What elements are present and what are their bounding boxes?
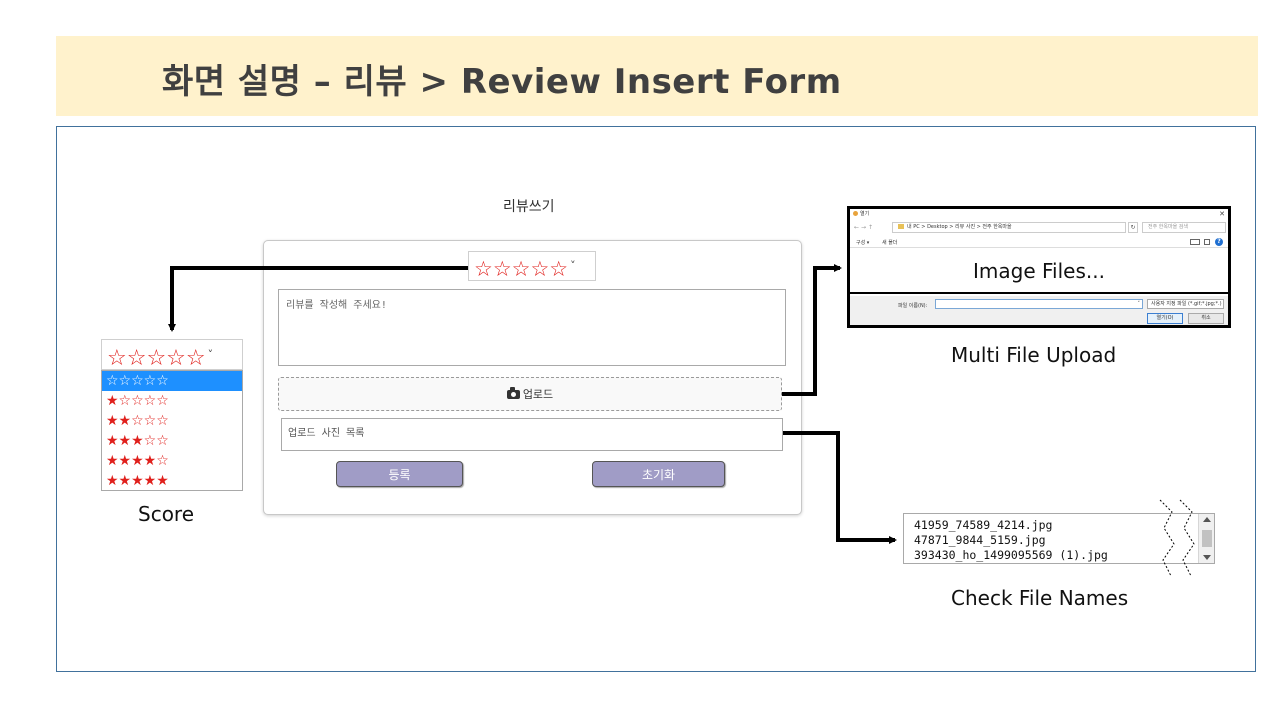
content-frame	[56, 126, 1256, 672]
path-text: 내 PC > Desktop > 리뷰 사진 > 전주 한옥마을	[907, 224, 1012, 230]
view-icon[interactable]	[1190, 239, 1200, 245]
upload-button[interactable]: 업로드	[278, 377, 782, 411]
dialog-address-bar: ←→↑ 내 PC > Desktop > 리뷰 사진 > 전주 한옥마을 ↻ 전…	[850, 221, 1228, 235]
submit-button[interactable]: 등록	[336, 461, 463, 487]
file-name-item: 47871_9844_5159.jpg	[914, 533, 1046, 547]
app-icon	[853, 211, 858, 216]
camera-icon	[506, 386, 520, 399]
search-input[interactable]: 전주 한옥마을 검색	[1142, 222, 1226, 233]
file-names-scrollbar[interactable]	[1198, 514, 1214, 563]
file-list-placeholder: 업로드 사진 목록	[288, 428, 365, 439]
reset-button[interactable]: 초기화	[592, 461, 725, 487]
image-files-label: Image Files...	[973, 258, 1105, 283]
scroll-up-icon[interactable]	[1203, 517, 1211, 522]
dialog-toolbar: 구성 ▾ 새 폴더 ?	[850, 237, 1228, 248]
multi-upload-caption: Multi File Upload	[951, 343, 1117, 367]
uploaded-photo-list[interactable]: 업로드 사진 목록	[281, 418, 783, 451]
score-option[interactable]: ★★★★☆	[106, 453, 169, 469]
chevron-down-icon: ˅	[1137, 301, 1141, 307]
help-icon[interactable]: ?	[1215, 238, 1223, 246]
nav-arrows-icon[interactable]: ←→↑	[854, 224, 876, 231]
chevron-down-icon: ˅	[570, 259, 576, 272]
preview-pane-icon[interactable]	[1204, 239, 1210, 245]
file-type-filter[interactable]: 사용자 지정 파일 (*.gif;*.jpg;*.)	[1147, 299, 1224, 309]
refresh-icon[interactable]: ↻	[1128, 222, 1138, 233]
score-option[interactable]: ★☆☆☆☆	[106, 393, 169, 409]
score-caption: Score	[138, 502, 195, 526]
score-option[interactable]: ★★☆☆☆	[106, 413, 169, 429]
chevron-down-icon: ˅	[207, 348, 214, 361]
score-option[interactable]: ☆☆☆☆☆	[102, 371, 242, 391]
file-open-dialog: 열기 ✕ ←→↑ 내 PC > Desktop > 리뷰 사진 > 전주 한옥마…	[847, 206, 1231, 328]
file-name-item: 393430_ho_1499095569 (1).jpg	[914, 548, 1108, 562]
cancel-button[interactable]: 취소	[1188, 313, 1224, 324]
score-option[interactable]: ★★★☆☆	[106, 433, 169, 449]
new-folder-button[interactable]: 새 폴더	[882, 240, 898, 246]
slide-title-bar: 화면 설명 – 리뷰 > Review Insert Form	[56, 36, 1258, 116]
open-button[interactable]: 열기(O)	[1147, 313, 1183, 324]
rating-select-value: ☆☆☆☆☆	[474, 257, 569, 281]
score-select[interactable]: ☆☆☆☆☆˅	[101, 339, 243, 370]
scroll-down-icon[interactable]	[1203, 555, 1211, 560]
form-heading: 리뷰쓰기	[503, 199, 555, 215]
score-dropdown-list: ☆☆☆☆☆ ★☆☆☆☆ ★★☆☆☆ ★★★☆☆ ★★★★☆ ★★★★★	[101, 370, 243, 491]
filename-input[interactable]: ˅	[935, 299, 1143, 309]
path-breadcrumb[interactable]: 내 PC > Desktop > 리뷰 사진 > 전주 한옥마을	[892, 222, 1126, 233]
dialog-titlebar: 열기 ✕	[850, 209, 1228, 219]
file-names-list: 41959_74589_4214.jpg 47871_9844_5159.jpg…	[903, 513, 1215, 564]
scroll-thumb[interactable]	[1202, 530, 1212, 547]
check-names-caption: Check File Names	[951, 586, 1129, 610]
review-textarea[interactable]: 리뷰를 작성해 주세요!	[278, 289, 786, 366]
review-placeholder: 리뷰를 작성해 주세요!	[286, 300, 387, 311]
upload-label: 업로드	[522, 388, 554, 401]
score-option[interactable]: ★★★★★	[106, 473, 169, 489]
folder-icon	[898, 224, 904, 229]
score-select-value: ☆☆☆☆☆	[107, 346, 206, 370]
dialog-file-area[interactable]: Image Files...	[850, 249, 1228, 294]
dialog-footer: 파일 이름(N): ˅ 사용자 지정 파일 (*.gif;*.jpg;*.) 열…	[850, 296, 1228, 325]
slide-title: 화면 설명 – 리뷰 > Review Insert Form	[162, 62, 842, 102]
filename-label: 파일 이름(N):	[898, 303, 928, 309]
close-icon[interactable]: ✕	[1219, 210, 1225, 218]
file-name-item: 41959_74589_4214.jpg	[914, 518, 1053, 532]
rating-select[interactable]: ☆☆☆☆☆˅	[468, 251, 596, 281]
organize-menu[interactable]: 구성 ▾	[856, 240, 870, 246]
dialog-title: 열기	[860, 211, 870, 217]
